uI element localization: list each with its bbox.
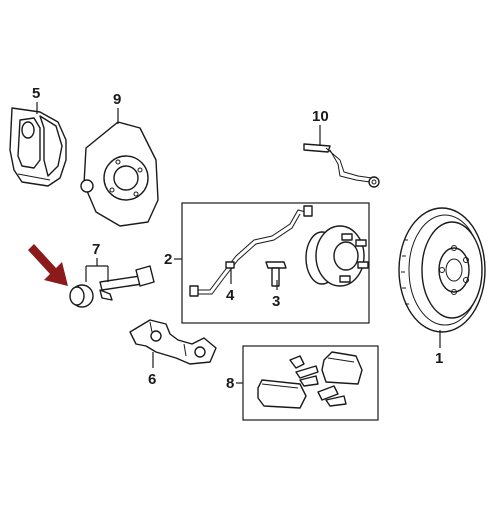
- callout-3: 3: [272, 293, 280, 310]
- hub-bearing[interactable]: [305, 225, 369, 287]
- speed-sensor[interactable]: [189, 205, 313, 297]
- callout-1: 1: [435, 350, 443, 367]
- callout-7: 7: [92, 241, 100, 258]
- brake-pads[interactable]: [257, 351, 363, 409]
- callout-9: 9: [113, 91, 121, 108]
- brake-hose[interactable]: [303, 143, 380, 188]
- caliper-bracket[interactable]: [129, 319, 217, 365]
- callout-4: 4: [226, 287, 235, 304]
- splash-shield[interactable]: [80, 121, 159, 227]
- callout-10: 10: [312, 108, 329, 125]
- slide-pin-kit[interactable]: [69, 265, 155, 308]
- caliper[interactable]: [9, 107, 67, 187]
- rotor[interactable]: [398, 207, 486, 333]
- callout-2: 2: [164, 251, 172, 268]
- callout-5: 5: [32, 85, 40, 102]
- hub-bolt[interactable]: [265, 261, 287, 287]
- highlight-arrow: [28, 244, 68, 286]
- callout-8: 8: [226, 375, 234, 392]
- hub-assembly-box: [181, 202, 370, 324]
- callout-6: 6: [148, 371, 156, 388]
